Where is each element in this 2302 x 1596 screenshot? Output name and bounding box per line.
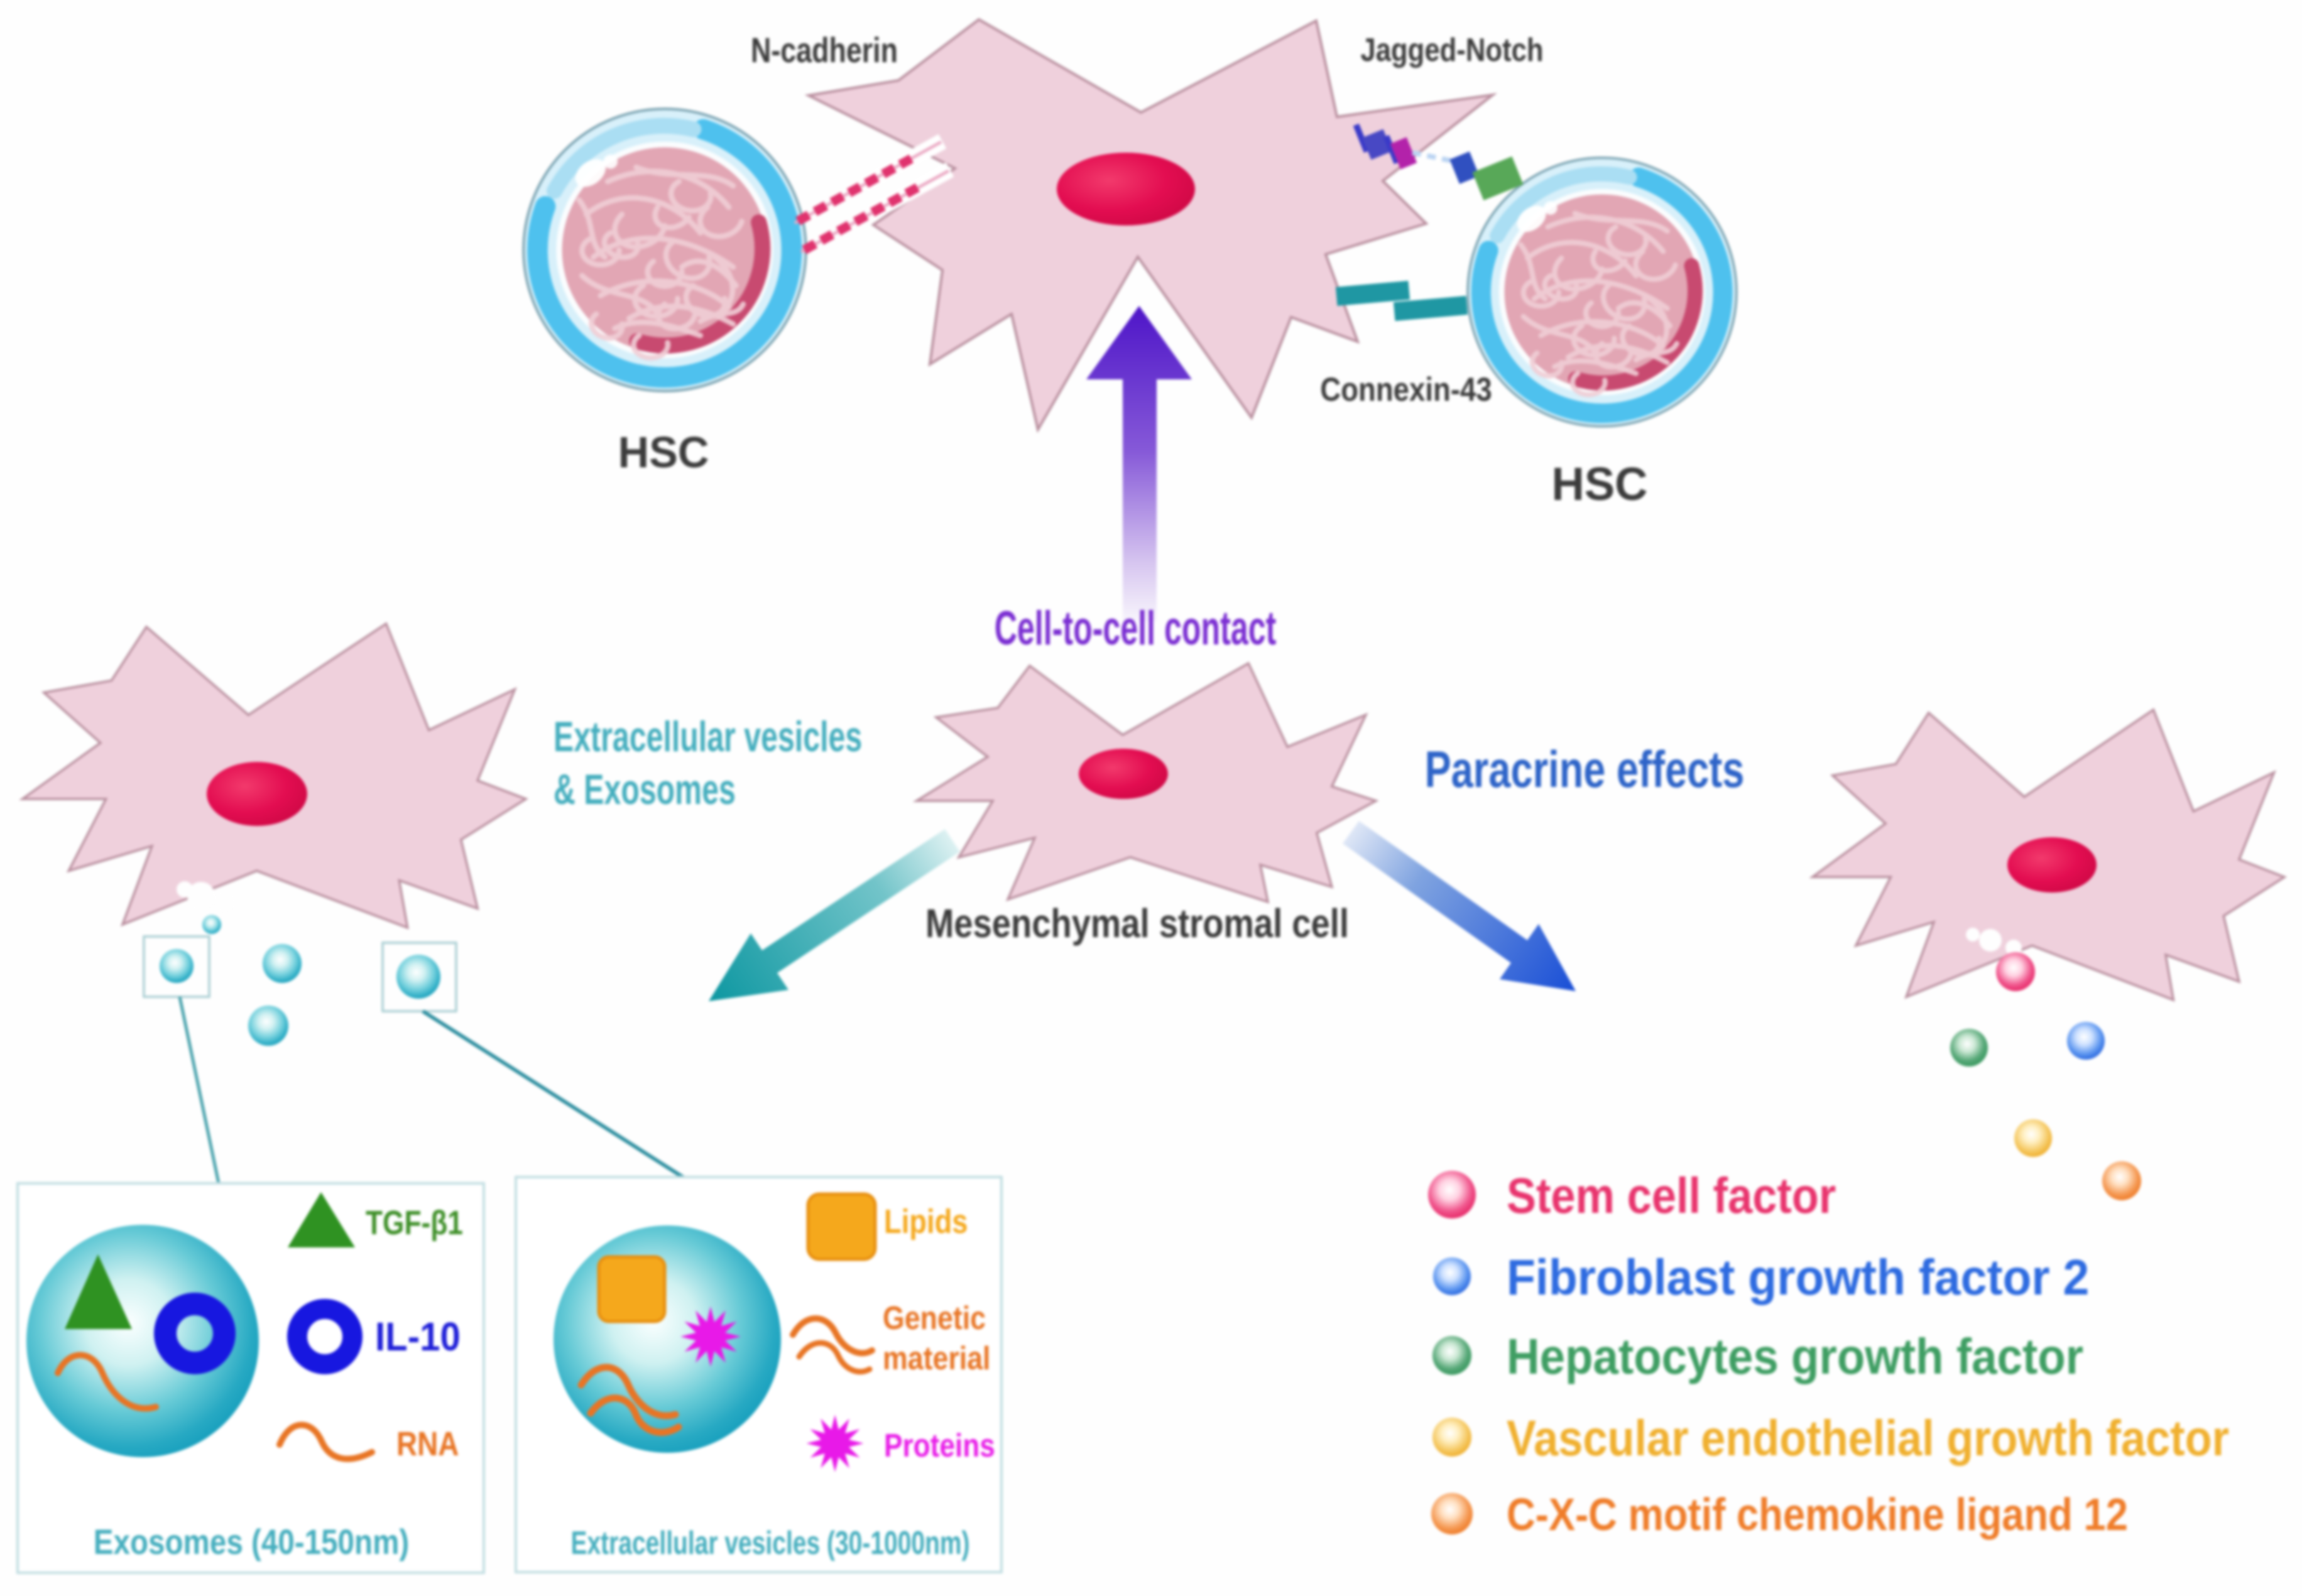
svg-text:Connexin-43: Connexin-43 (1320, 371, 1492, 408)
svg-text:Fibroblast growth factor 2: Fibroblast growth factor 2 (1507, 1250, 2089, 1306)
svg-text:Hepatocytes growth factor: Hepatocytes growth factor (1507, 1329, 2083, 1385)
svg-text:Extracellular vesicles (30-100: Extracellular vesicles (30-1000nm) (570, 1524, 969, 1561)
svg-text:Paracrine effects: Paracrine effects (1425, 741, 1745, 798)
svg-text:Proteins: Proteins (884, 1428, 995, 1464)
svg-text:& Exosomes: & Exosomes (554, 766, 736, 813)
svg-text:RNA: RNA (396, 1425, 459, 1463)
svg-text:Cell-to-cell contact: Cell-to-cell contact (995, 602, 1277, 655)
svg-text:TGF-β1: TGF-β1 (366, 1204, 463, 1242)
svg-text:Exosomes (40-150nm): Exosomes (40-150nm) (94, 1523, 410, 1561)
svg-text:Genetic: Genetic (883, 1300, 986, 1337)
svg-text:Vascular endothelial growth fa: Vascular endothelial growth factor (1507, 1410, 2229, 1466)
svg-text:C-X-C motif chemokine ligand 1: C-X-C motif chemokine ligand 12 (1507, 1490, 2128, 1540)
svg-text:Extracellular vesicles: Extracellular vesicles (554, 714, 862, 761)
svg-text:IL-10: IL-10 (375, 1314, 461, 1359)
svg-text:N-cadherin: N-cadherin (751, 30, 898, 70)
svg-text:Mesenchymal stromal cell: Mesenchymal stromal cell (925, 901, 1349, 946)
svg-text:HSC: HSC (618, 427, 709, 477)
svg-text:Stem cell factor: Stem cell factor (1507, 1168, 1836, 1224)
svg-text:HSC: HSC (1551, 458, 1647, 510)
svg-text:material: material (883, 1340, 990, 1377)
svg-text:Lipids: Lipids (884, 1202, 968, 1240)
svg-text:Jagged-Notch: Jagged-Notch (1360, 33, 1543, 68)
